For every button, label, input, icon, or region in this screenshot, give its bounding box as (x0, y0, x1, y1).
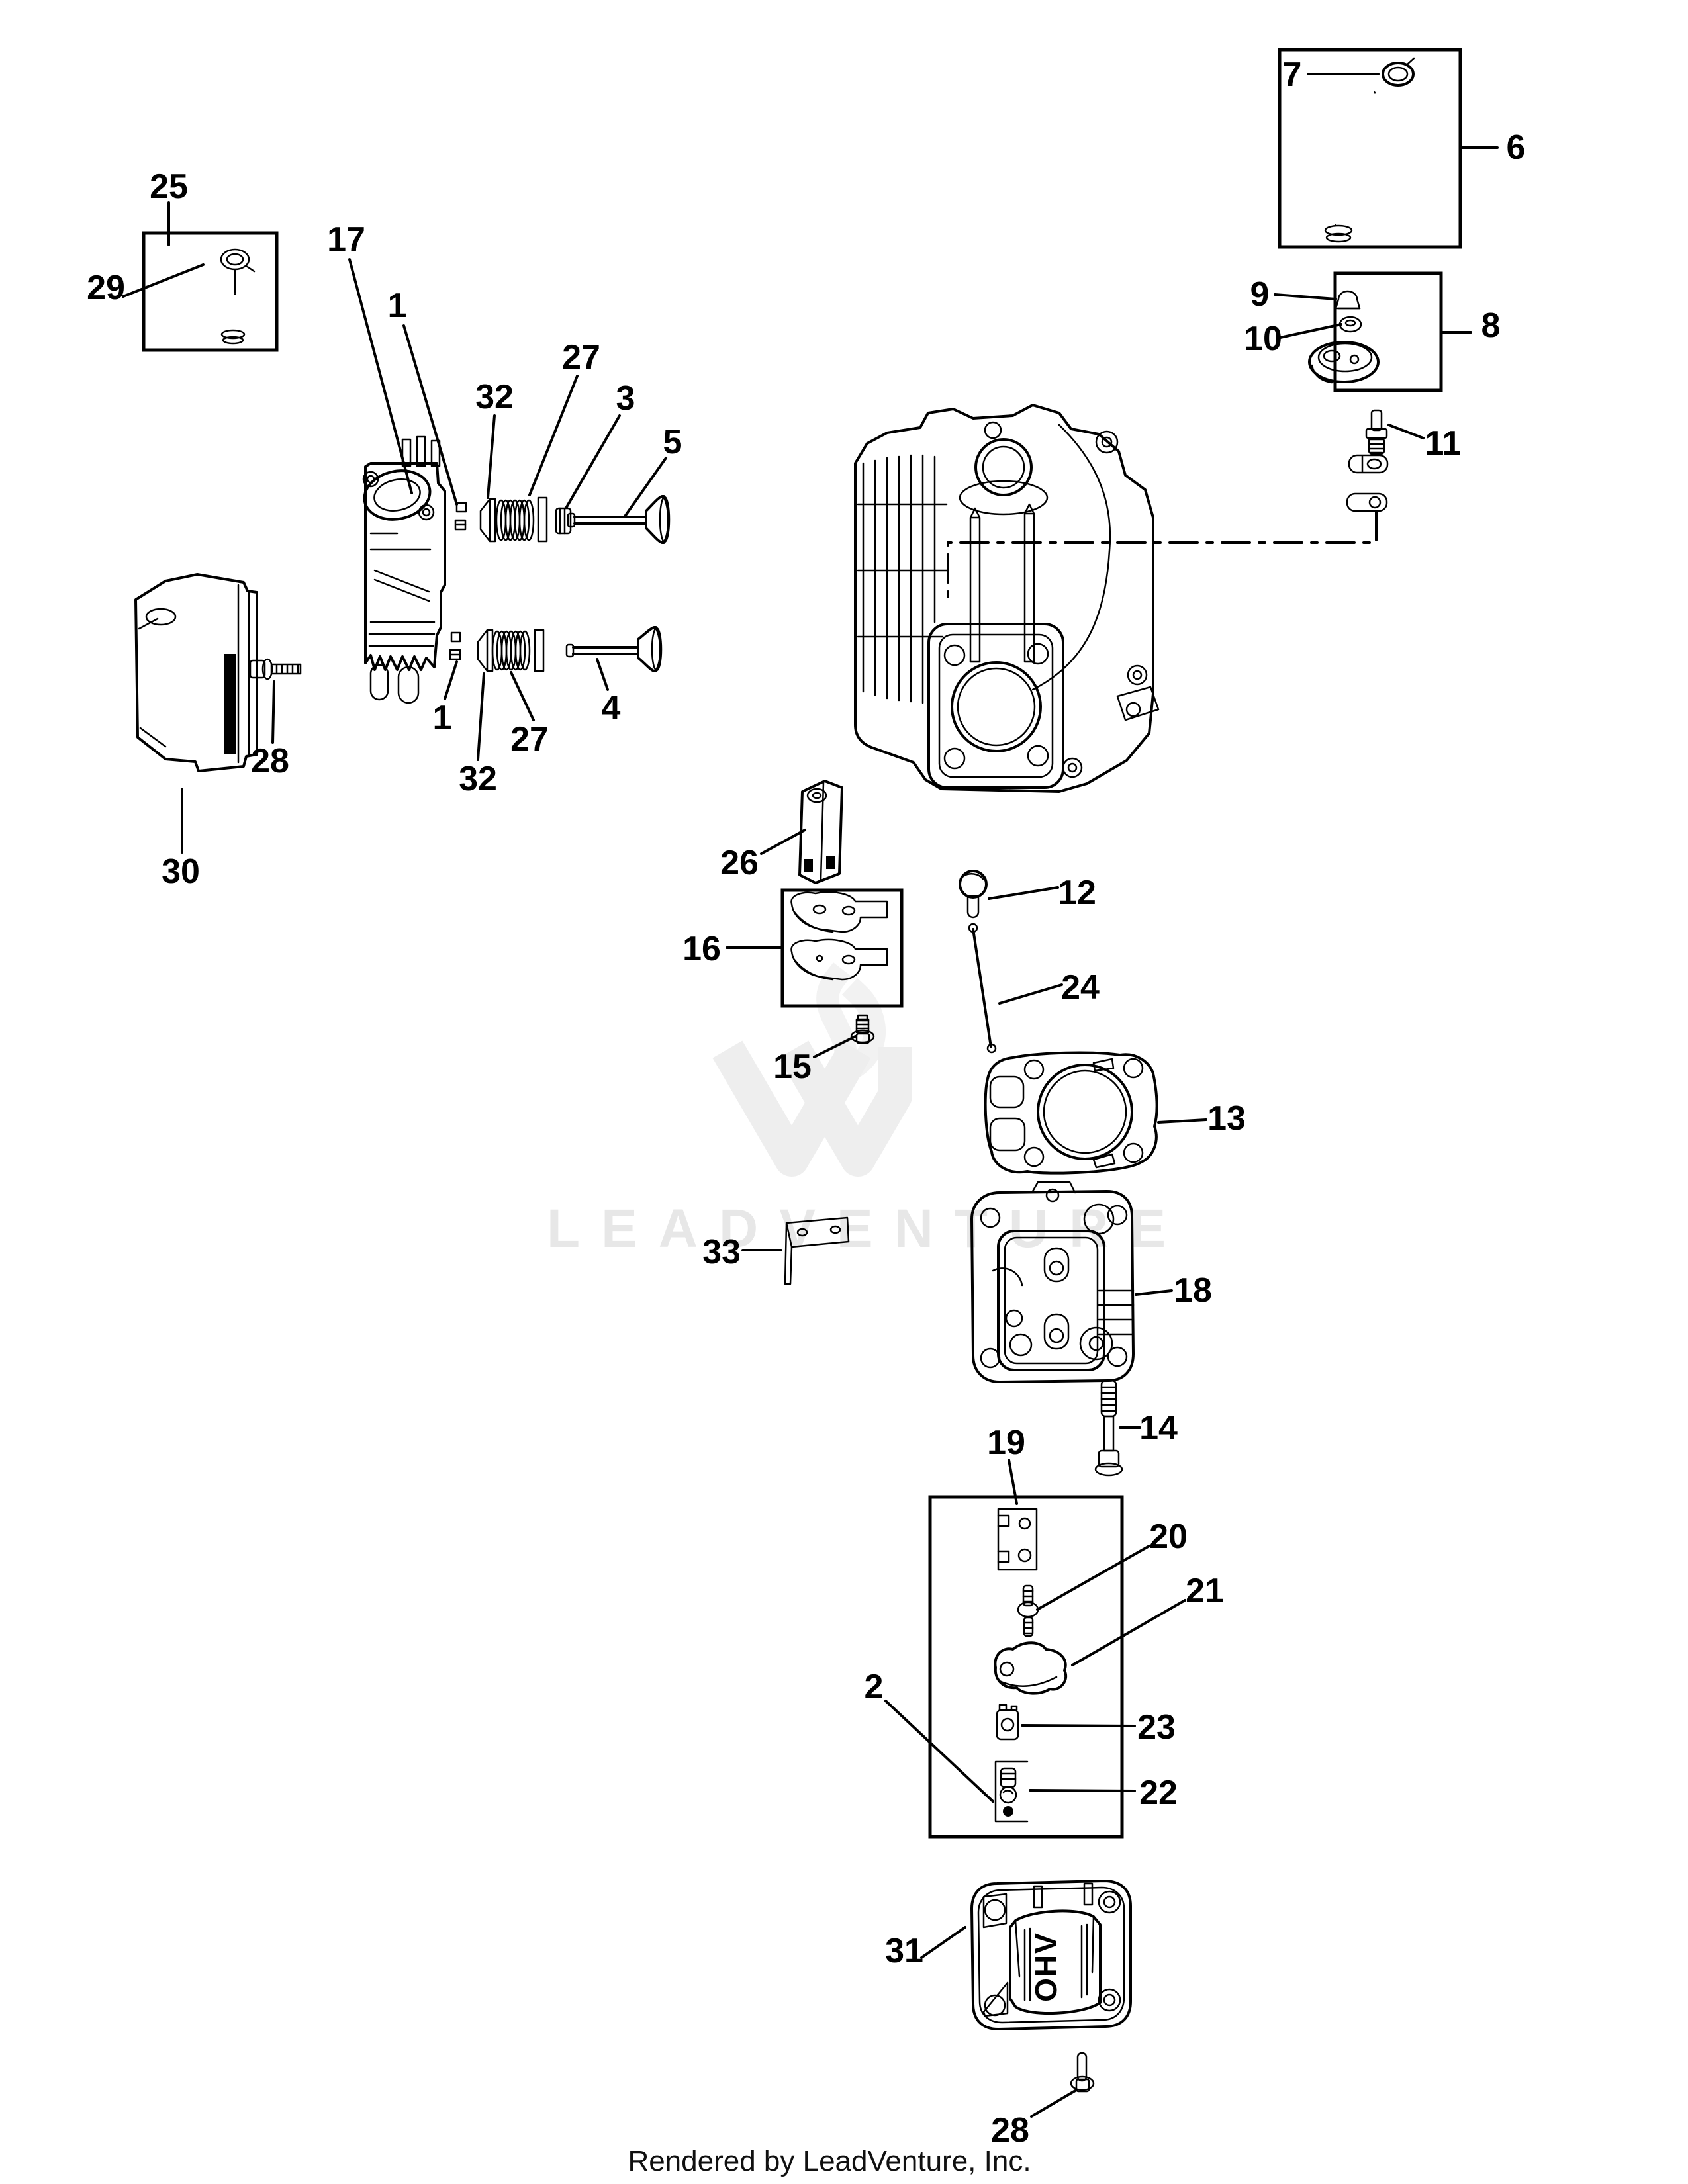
part-cylinder-casting-17 (362, 435, 446, 704)
callout-10-11: 10 (1244, 320, 1282, 358)
part-stud-11 (947, 409, 1389, 598)
part-hose-box (1278, 48, 1462, 249)
part-screw-15 (850, 1014, 875, 1044)
part-plate-kit-box-16 (780, 888, 904, 1008)
parts-artwork: OHV (134, 48, 1462, 2093)
part-adjuster-22 (994, 1760, 1029, 1823)
part-valve-cover-31: OHV (970, 1880, 1132, 2030)
callout-25-0: 25 (150, 167, 188, 206)
part-breather-cover-box (1308, 271, 1443, 392)
part-rocker-arm-21 (994, 1641, 1067, 1695)
callout-3-6: 3 (616, 379, 635, 418)
callout-28-18: 28 (251, 742, 289, 780)
part-stud-20 (1017, 1584, 1039, 1637)
callout-1-3: 1 (388, 287, 407, 325)
watermark: LEADVENTURE (547, 962, 1166, 1259)
callout-1-14: 1 (433, 699, 452, 737)
callout-28-36: 28 (991, 2111, 1029, 2150)
part-valve-train-upper (454, 495, 671, 544)
callout-4-17: 4 (602, 689, 621, 727)
part-bolt-12 (959, 870, 988, 919)
callout-27-16: 27 (510, 720, 549, 758)
part-head-gasket-13 (984, 1051, 1158, 1175)
callout-8-12: 8 (1481, 306, 1501, 345)
callout-30-19: 30 (162, 852, 200, 891)
part-bolt-28-left (249, 658, 302, 680)
callout-11-13: 11 (1425, 424, 1462, 463)
part-breather-hose-box (142, 231, 279, 352)
callout-17-2: 17 (327, 220, 365, 259)
footer-credit: Rendered by LeadVenture, Inc. (628, 2145, 1031, 2177)
callout-33-26: 33 (702, 1233, 741, 1271)
callout-21-31: 21 (1186, 1572, 1224, 1610)
part-screw-28-bottom (1070, 2052, 1095, 2093)
callout-14-28: 14 (1139, 1409, 1178, 1447)
part-rocker-kit-box-19 (928, 1495, 1124, 1839)
callout-5-7: 5 (663, 423, 682, 461)
leadventure-v-logo-2 (778, 1040, 912, 1177)
callout-27-5: 27 (562, 338, 600, 377)
part-baffle-panel-30 (134, 573, 258, 772)
part-engine-block (854, 404, 1160, 793)
callout-32-15: 32 (459, 760, 497, 798)
callout-2-34: 2 (865, 1668, 884, 1706)
part-pivot-23 (996, 1704, 1019, 1741)
callout-19-29: 19 (987, 1424, 1025, 1462)
callout-7-8: 7 (1283, 56, 1302, 94)
part-head-bolt-14 (1094, 1379, 1123, 1477)
valve-cover-ohv-text: OHV (1029, 1932, 1063, 2002)
callout-20-30: 20 (1149, 1518, 1188, 1556)
callout-15-22: 15 (773, 1048, 812, 1086)
callout-22-33: 22 (1139, 1774, 1178, 1812)
callout-12-23: 12 (1058, 874, 1096, 912)
part-lifter-26 (798, 780, 843, 884)
callout-29-1: 29 (87, 269, 125, 307)
callout-6-9: 6 (1507, 128, 1526, 167)
part-valve-train-lower (449, 626, 663, 672)
part-bracket-33 (784, 1216, 850, 1285)
callout-13-25: 13 (1207, 1099, 1246, 1138)
callout-31-35: 31 (885, 1932, 923, 1970)
part-push-rod-24 (968, 923, 997, 1054)
callout-9-10: 9 (1250, 275, 1270, 314)
callout-26-20: 26 (720, 844, 759, 882)
leader-lines (122, 73, 1499, 2118)
callout-32-4: 32 (475, 378, 514, 416)
callout-23-32: 23 (1137, 1708, 1176, 1747)
callout-24-24: 24 (1061, 968, 1100, 1007)
callout-18-27: 18 (1174, 1271, 1212, 1310)
callout-16-21: 16 (682, 930, 721, 968)
